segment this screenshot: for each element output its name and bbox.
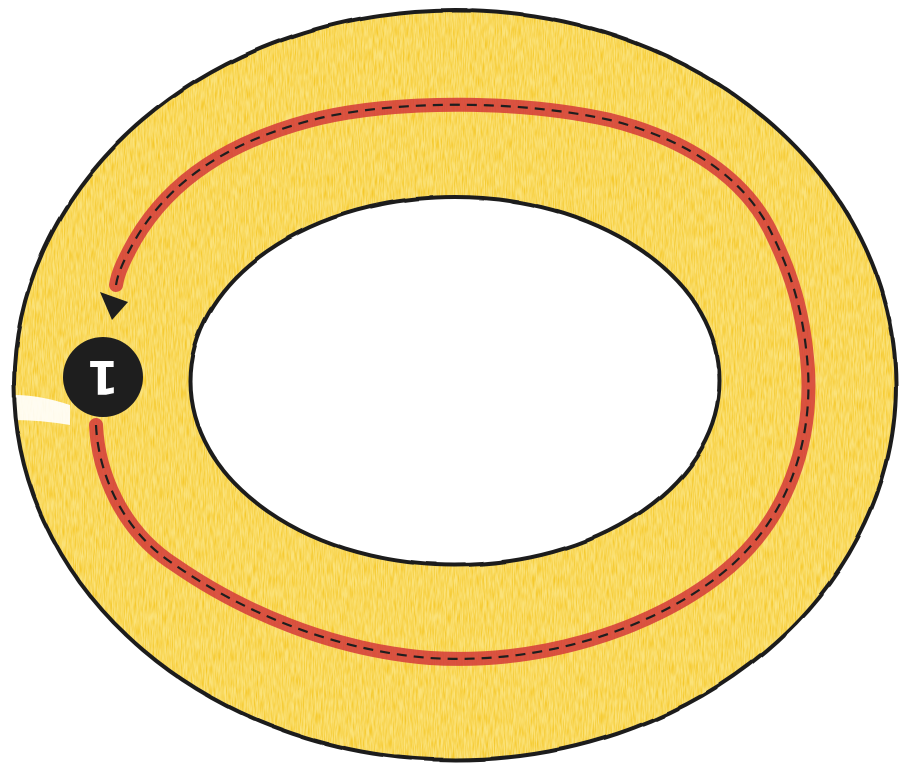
start-marker-label: 1 bbox=[87, 350, 119, 404]
start-marker: 1 bbox=[63, 337, 143, 417]
